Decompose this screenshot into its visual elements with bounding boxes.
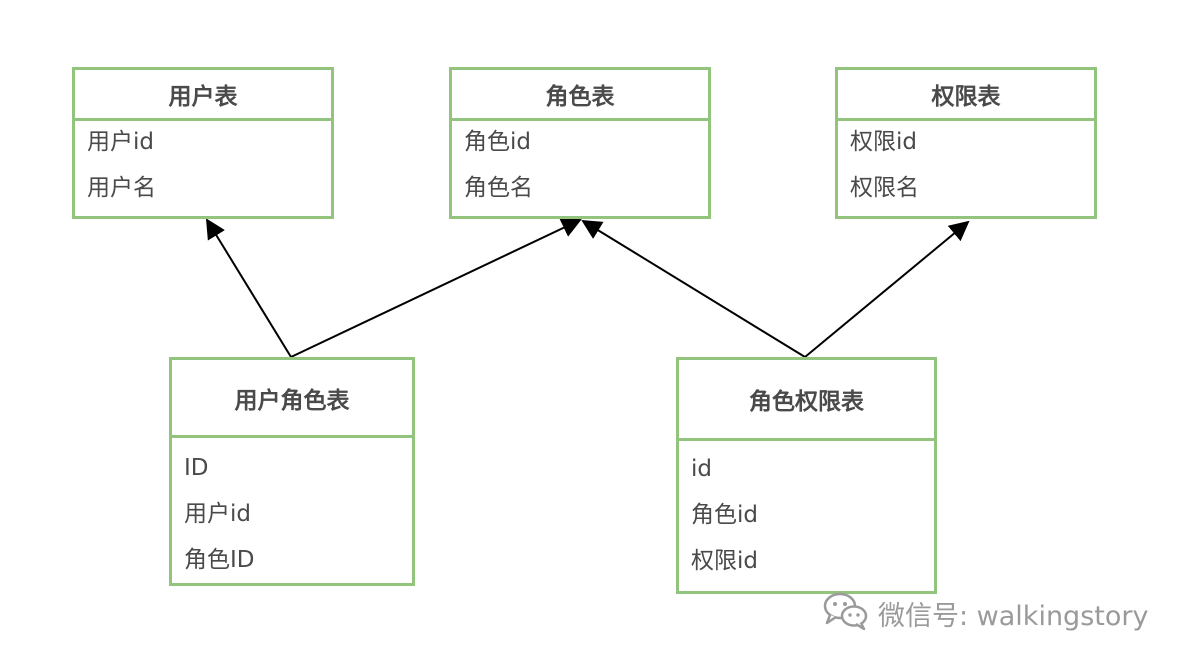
field-user-name: 用户名 bbox=[87, 175, 156, 201]
field-user-id: 用户id bbox=[87, 129, 154, 155]
connector-role-permission-to-permission bbox=[804, 220, 970, 358]
field-id: ID bbox=[184, 455, 209, 481]
entity-fields: id 角色id 权限id bbox=[679, 441, 934, 573]
entity-permission-table[interactable]: 权限表 权限id 权限名 bbox=[835, 67, 1097, 219]
entity-title: 用户表 bbox=[75, 70, 331, 121]
field-permission-id: 权限id bbox=[691, 548, 758, 574]
entity-title: 角色表 bbox=[452, 70, 708, 121]
entity-fields: 权限id 权限名 bbox=[838, 121, 1094, 200]
field-id: id bbox=[691, 456, 712, 482]
field-role-id: 角色ID bbox=[184, 547, 255, 573]
entity-fields: ID 用户id 角色ID bbox=[172, 438, 412, 572]
field-role-id: 角色id bbox=[464, 129, 531, 155]
entity-fields: 用户id 用户名 bbox=[75, 121, 331, 200]
field-role-name: 角色名 bbox=[464, 175, 533, 201]
connector-user-role-to-user bbox=[205, 218, 292, 358]
entity-title: 角色权限表 bbox=[679, 360, 934, 441]
field-role-id: 角色id bbox=[691, 502, 758, 528]
entity-title: 用户角色表 bbox=[172, 360, 412, 438]
entity-user-table[interactable]: 用户表 用户id 用户名 bbox=[72, 67, 334, 219]
wechat-icon bbox=[822, 590, 870, 637]
entity-role-permission-table[interactable]: 角色权限表 id 角色id 权限id bbox=[676, 357, 937, 594]
entity-fields: 角色id 角色名 bbox=[452, 121, 708, 200]
field-permission-id: 权限id bbox=[850, 129, 917, 155]
watermark-text: 微信号: walkingstory bbox=[878, 601, 1149, 632]
entity-role-table[interactable]: 角色表 角色id 角色名 bbox=[449, 67, 711, 219]
connector-user-role-to-role bbox=[290, 218, 582, 358]
entity-user-role-table[interactable]: 用户角色表 ID 用户id 角色ID bbox=[169, 357, 415, 586]
connector-role-permission-to-role bbox=[581, 219, 806, 358]
watermark: 微信号: walkingstory bbox=[822, 590, 1148, 637]
field-permission-name: 权限名 bbox=[850, 175, 919, 201]
field-user-id: 用户id bbox=[184, 501, 251, 527]
entity-title: 权限表 bbox=[838, 70, 1094, 121]
